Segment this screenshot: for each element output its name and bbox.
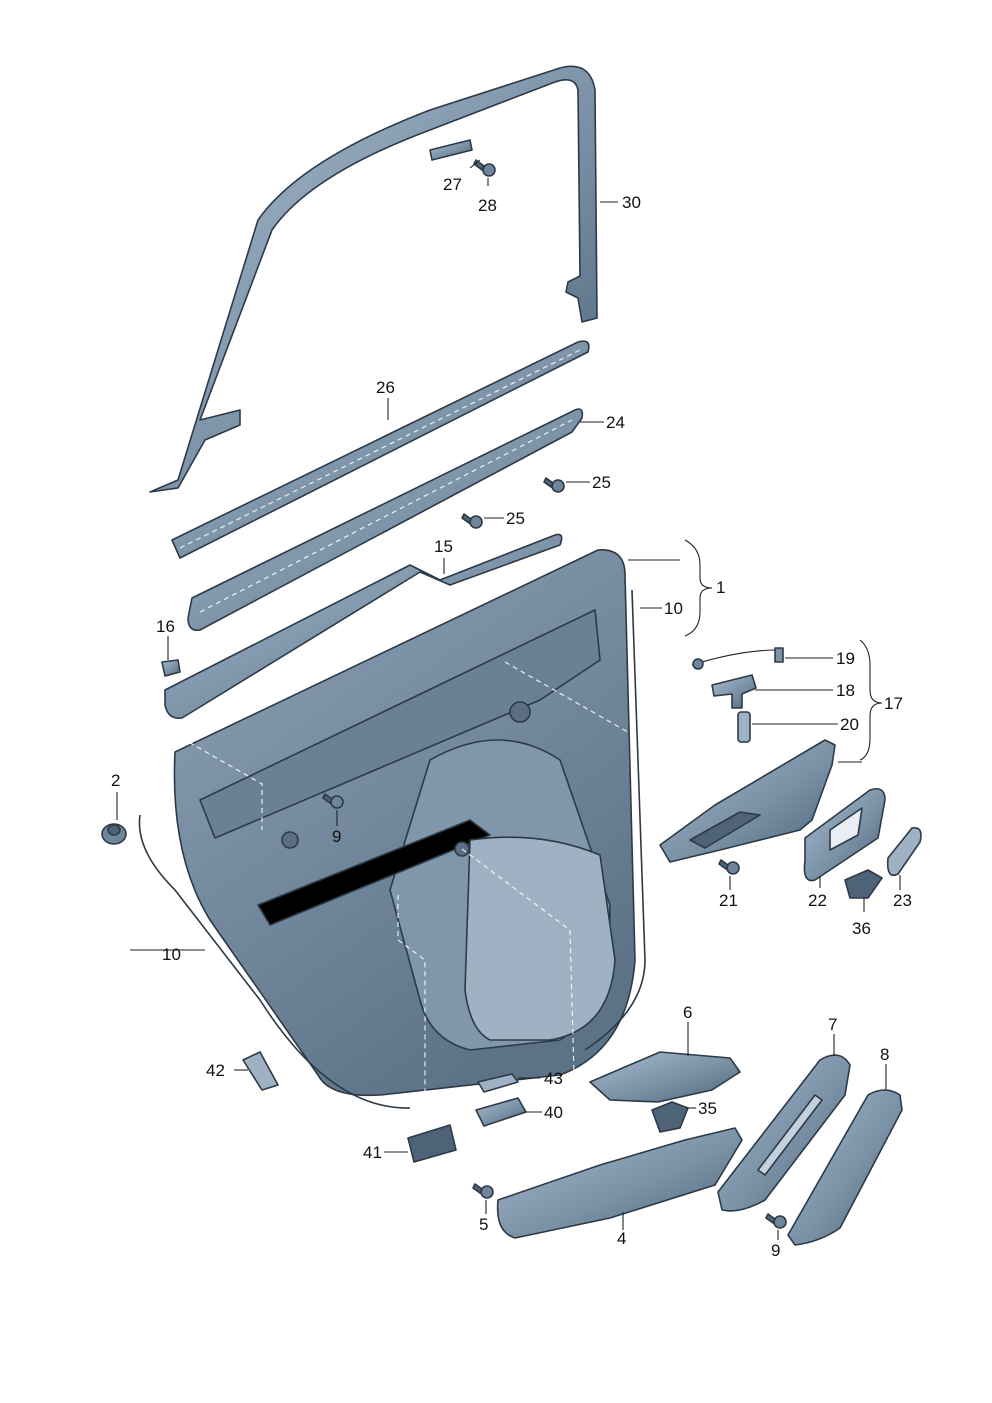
label-16: 16 [156,617,175,636]
switch-35 [651,1101,689,1133]
label-5: 5 [479,1215,488,1234]
label-9-upper: 9 [332,827,341,846]
label-4: 4 [617,1229,626,1248]
label-1: 1 [716,578,725,597]
label-35: 35 [698,1099,717,1118]
window-channel-strip [187,408,584,632]
window-frame-trim [149,65,598,493]
bezel-22 [803,787,886,882]
screw-28 [473,159,496,177]
screw-9-lower [765,1213,787,1229]
label-20: 20 [840,715,859,734]
screw-21 [718,859,740,875]
label-36: 36 [852,919,871,938]
label-22: 22 [808,891,827,910]
label-42: 42 [206,1061,225,1080]
trim-clip [429,139,473,161]
housing-18 [711,674,757,709]
leader-lines [116,159,901,1240]
label-41: 41 [363,1143,382,1162]
screw-25-upper [543,477,565,493]
label-18: 18 [836,681,855,700]
label-21: 21 [719,891,738,910]
label-25-lower: 25 [506,509,525,528]
bulb-20 [737,711,751,743]
label-23: 23 [893,891,912,910]
screw-5 [472,1183,494,1199]
window-seal-strip [171,340,590,559]
screw-25-lower [461,513,483,529]
screw-9-upper [322,793,344,809]
upper-panel-trim [164,533,563,720]
label-9-lower: 9 [771,1241,780,1260]
label-30: 30 [622,193,641,212]
label-24: 24 [606,413,625,432]
label-19: 19 [836,649,855,668]
handle-insert-6 [589,1051,741,1103]
grille-23 [886,826,922,877]
door-seal-right [584,589,646,1051]
label-28: 28 [478,196,497,215]
label-2: 2 [111,771,120,790]
label-27: 27 [443,175,462,194]
armrest-4 [496,1127,743,1239]
label-10-left: 10 [162,945,181,964]
switch-36 [844,869,883,899]
label-15: 15 [434,537,453,556]
label-8: 8 [880,1045,889,1064]
label-10-right: 10 [664,599,683,618]
part-43 [477,1073,519,1093]
label-25-upper: 25 [592,473,611,492]
label-43: 43 [544,1069,563,1088]
part-41 [407,1124,457,1163]
grommet-2 [101,823,127,845]
part-42 [242,1051,279,1091]
handle-bracket [659,739,836,863]
label-17: 17 [884,694,903,713]
door-trim-panel [149,549,713,1120]
grab-handle-7 [717,1054,851,1212]
label-6: 6 [683,1003,692,1022]
label-40: 40 [544,1103,563,1122]
callout-labels: 27 28 30 26 24 25 25 15 1 10 16 19 18 17… [111,175,912,1260]
cover-8 [787,1089,903,1246]
clip-16 [161,659,181,677]
door-seal-left [138,814,411,1109]
label-7: 7 [828,1015,837,1034]
part-40 [475,1097,527,1127]
cable-19 [691,647,784,670]
label-26: 26 [376,378,395,397]
